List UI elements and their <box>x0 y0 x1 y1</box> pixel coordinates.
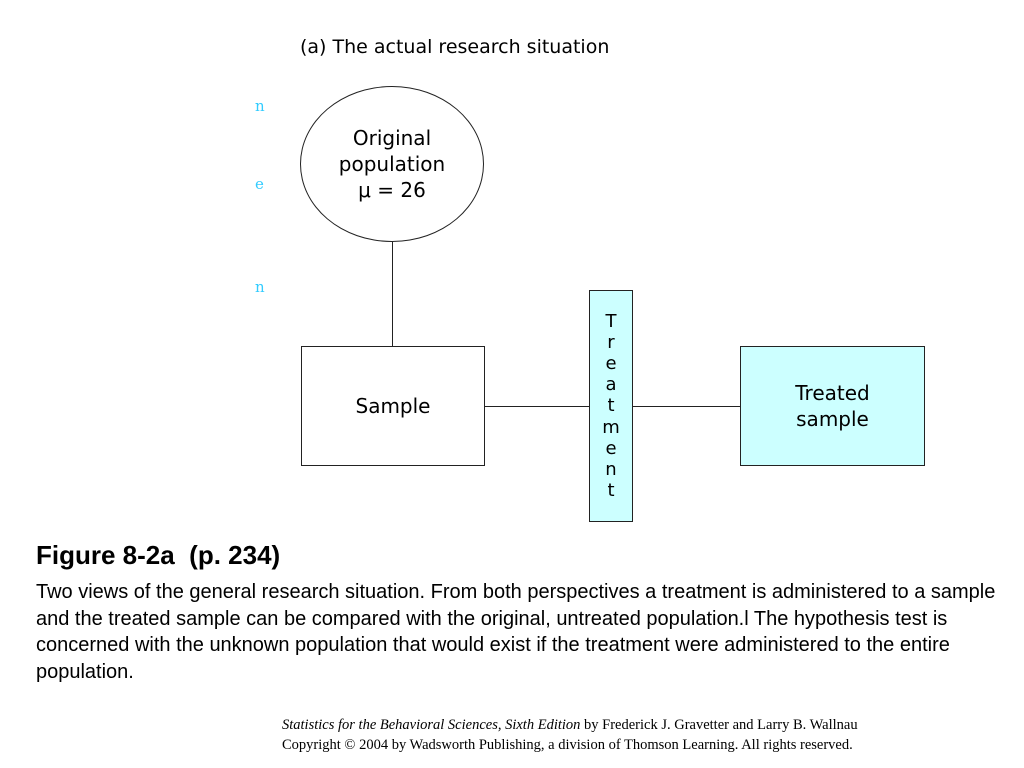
original-population-node: Original population μ = 26 <box>300 86 484 242</box>
stray-mark: n <box>255 278 265 296</box>
source-credit: Statistics for the Behavioral Sciences, … <box>282 715 1022 755</box>
population-sample-connector <box>392 242 393 346</box>
copyright-notice: Copyright © 2004 by Wadsworth Publishing… <box>282 737 853 753</box>
treatment-letter: e <box>605 437 617 459</box>
sample-label: Sample <box>355 394 431 418</box>
treatment-letter: T <box>605 310 617 332</box>
population-label-line2: population <box>338 152 446 176</box>
treatment-treated-connector <box>633 406 740 407</box>
stray-mark: e <box>255 175 264 193</box>
sample-treatment-connector <box>485 406 589 407</box>
treated-sample-node: Treated sample <box>740 346 925 466</box>
treatment-bar: T r e a t m e n t <box>589 290 633 522</box>
treatment-letter: t <box>607 395 615 417</box>
treatment-letter: e <box>605 352 617 374</box>
treatment-letter: m <box>602 416 620 438</box>
figure-title: Figure 8-2a (p. 234) <box>36 540 281 570</box>
population-label-line1: Original <box>352 126 432 150</box>
treatment-letter: t <box>607 480 615 502</box>
sample-node: Sample <box>301 346 485 466</box>
treated-label-line1: Treated <box>795 381 870 405</box>
treatment-letter: a <box>605 374 617 396</box>
book-title: Statistics for the Behavioral Sciences, … <box>282 717 581 733</box>
treatment-letter: r <box>607 331 615 353</box>
diagram-title: (a) The actual research situation <box>300 36 610 58</box>
book-authors: by Frederick J. Gravetter and Larry B. W… <box>580 717 858 733</box>
figure-caption: Two views of the general research situat… <box>36 581 996 683</box>
treated-label-line2: sample <box>796 407 869 431</box>
population-mean: μ = 26 <box>358 178 426 202</box>
treatment-letter: n <box>605 459 617 480</box>
stray-mark: n <box>255 97 265 115</box>
